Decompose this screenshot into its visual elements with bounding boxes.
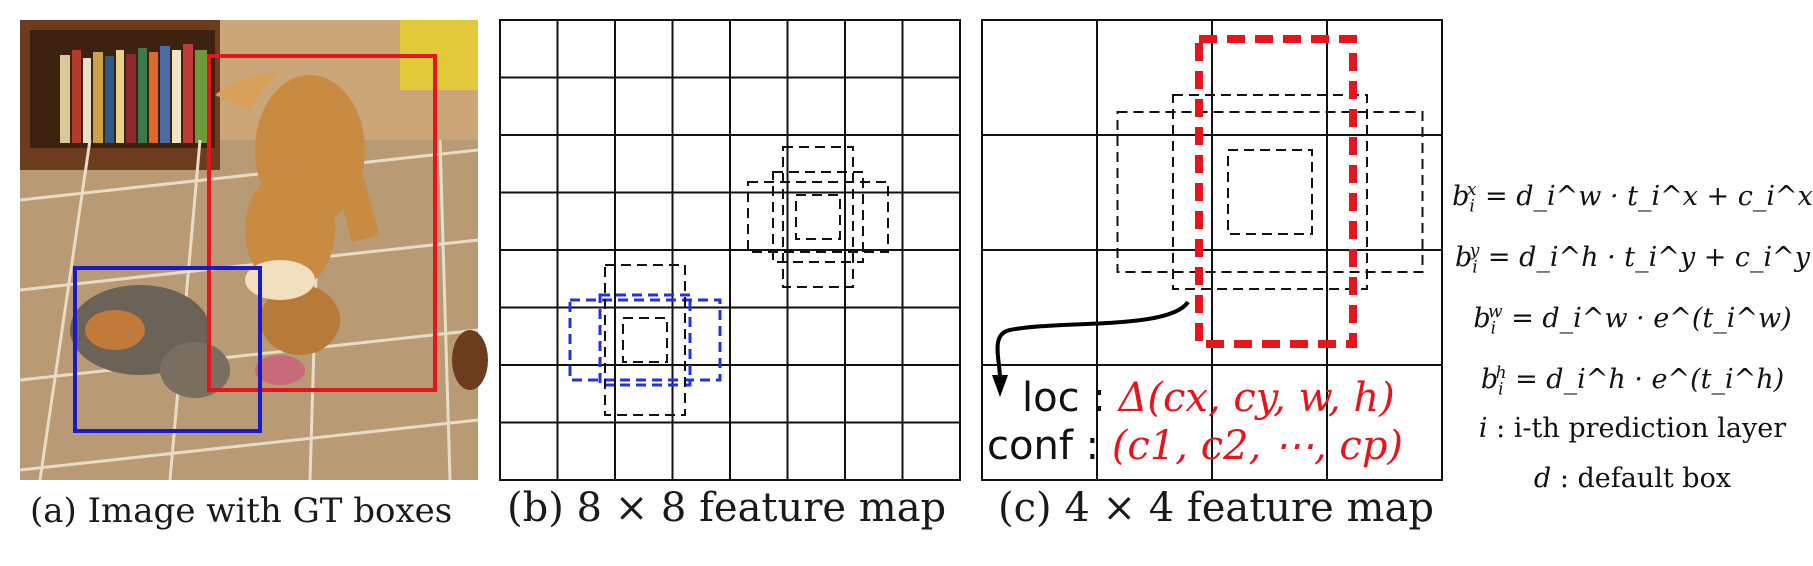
default-box-tall — [782, 146, 854, 288]
books — [60, 44, 207, 143]
equation-lhs-sub: i — [1472, 257, 1478, 278]
note-d-text: : default box — [1559, 463, 1732, 494]
default-box-square — [1172, 94, 1368, 290]
loc-label: loc — [1022, 375, 1080, 421]
toy-shape — [255, 355, 305, 385]
equation-lhs-sup: h — [1495, 363, 1507, 383]
grid-8x8 — [499, 19, 961, 481]
equation-lhs: b — [1452, 181, 1470, 212]
arrow-curve — [995, 300, 1190, 379]
equation-lhs: b — [1454, 242, 1473, 273]
equation-row: biw = d_i^w · e^(t_i^w) — [1452, 282, 1813, 343]
equation-lhs: b — [1473, 303, 1491, 334]
default-box-tall — [604, 264, 686, 416]
equation-lhs-sup: y — [1469, 241, 1480, 261]
equation-row: biy = d_i^h · t_i^y + c_i^y — [1452, 221, 1813, 282]
dog-shape — [215, 72, 380, 355]
conf-row: conf : (c1, c2, ⋯, cp) — [987, 426, 1403, 466]
equation-rhs: = d_i^h · e^(t_i^h) — [1506, 364, 1785, 395]
default-box-small — [795, 194, 841, 240]
loc-row: loc : Δ(cx, cy, w, h) — [1022, 378, 1395, 418]
conf-value: (c1, c2, ⋯, cp) — [1111, 423, 1404, 469]
equation-lhs-sub: i — [1490, 318, 1497, 339]
matched-default-box — [1195, 35, 1357, 348]
default-box-square — [772, 171, 864, 263]
default-box-small — [1227, 149, 1313, 235]
equation-lhs-sup: x — [1466, 180, 1477, 200]
equation-lhs-sup: w — [1488, 302, 1503, 322]
equation-row: bih = d_i^h · e^(t_i^h) — [1452, 343, 1813, 404]
grid-4x4 — [981, 19, 1443, 481]
note-i: i : i-th prediction layer — [1452, 404, 1813, 454]
note-d: d : default box — [1452, 454, 1813, 504]
gt-box-cat — [73, 266, 262, 433]
arrow-head — [992, 375, 1008, 397]
equation-lhs: b — [1480, 364, 1499, 395]
equation-row: bix = d_i^w · t_i^x + c_i^x — [1452, 160, 1813, 221]
note-i-text: : i-th prediction layer — [1496, 413, 1787, 444]
equation-rhs: = d_i^h · t_i^y + c_i^y — [1479, 242, 1811, 273]
equation-rhs: = d_i^w · t_i^x + c_i^x — [1476, 181, 1813, 212]
gt-box-dog — [207, 54, 437, 392]
cat-shape — [70, 285, 230, 398]
loc-separator: : — [1092, 375, 1106, 421]
default-box-square — [598, 293, 692, 387]
equation-lhs-sub: i — [1498, 379, 1504, 400]
conf-separator: : — [1085, 423, 1100, 469]
note-i-symbol: i — [1478, 413, 1488, 444]
default-box-small — [622, 317, 668, 363]
note-d-symbol: d — [1533, 463, 1552, 494]
caption-a: (a) Image with GT boxes — [30, 491, 453, 531]
equation-rhs: = d_i^w · e^(t_i^w) — [1502, 303, 1792, 334]
caption-b: (b) 8 × 8 feature map — [507, 485, 947, 531]
default-box-wide — [1116, 111, 1424, 273]
equation-lhs-sub: i — [1469, 196, 1475, 217]
default-box-wide — [747, 181, 889, 253]
default-box-wide — [568, 298, 722, 382]
loc-value: Δ(cx, cy, w, h) — [1118, 375, 1395, 421]
caption-c: (c) 4 × 4 feature map — [998, 485, 1434, 531]
panel-a-photo — [19, 20, 488, 481]
panel-c-default-boxes — [1116, 94, 1424, 290]
panel-b-default-boxes — [568, 146, 889, 416]
conf-label: conf — [987, 423, 1073, 469]
